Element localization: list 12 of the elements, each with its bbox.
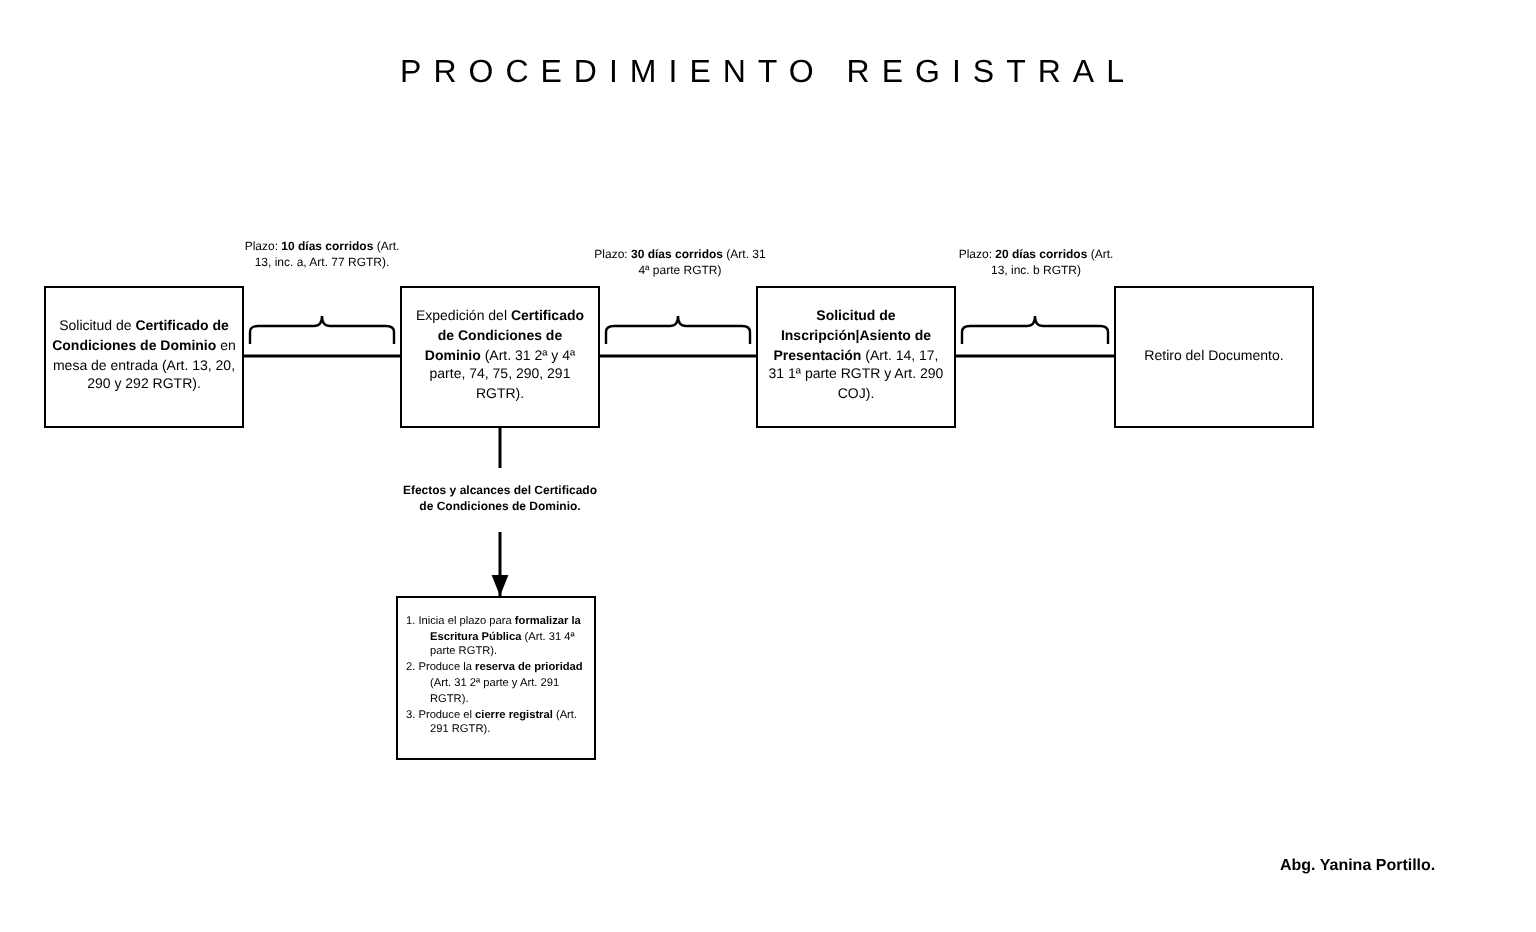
arrow: [491, 532, 509, 596]
process-box: [1114, 286, 1314, 428]
connector-line: [600, 354, 756, 358]
list-box: [396, 596, 596, 760]
connector-line: [244, 354, 400, 358]
process-box: [44, 286, 244, 428]
title: PROCEDIMIENTO REGISTRAL: [398, 56, 1138, 92]
connector-line: [498, 428, 502, 468]
author-name: Abg. Yanina Portillo.: [1280, 856, 1436, 874]
connector-line: [956, 354, 1114, 358]
process-box: [756, 286, 956, 428]
process-box: [400, 286, 600, 428]
